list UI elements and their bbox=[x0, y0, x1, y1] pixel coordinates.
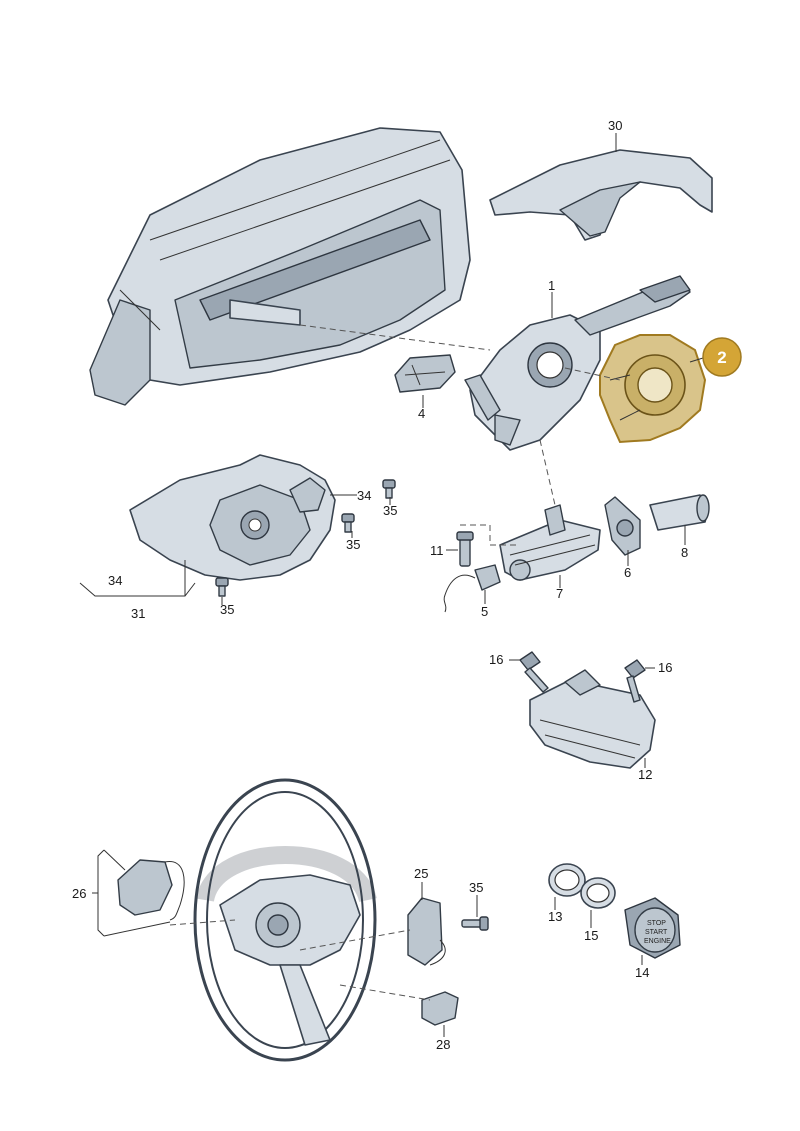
label-16-b: 16 bbox=[658, 660, 672, 675]
label-16-a: 16 bbox=[489, 652, 503, 667]
screw-group-lower-cover bbox=[215, 479, 396, 597]
ignition-bolt bbox=[456, 531, 474, 567]
label-8: 8 bbox=[681, 545, 688, 560]
trim-ring-15 bbox=[580, 877, 616, 909]
label-12: 12 bbox=[638, 767, 652, 782]
label-35-c: 35 bbox=[220, 602, 234, 617]
wiring-sensor bbox=[443, 564, 501, 613]
screws-16 bbox=[519, 651, 646, 703]
dashboard-assembly bbox=[89, 127, 471, 406]
trim-ring-13 bbox=[548, 863, 586, 897]
lock-cylinder bbox=[649, 494, 710, 531]
highlight-badge: 2 bbox=[702, 337, 742, 377]
upper-column-cover bbox=[489, 149, 713, 241]
label-35-d: 35 bbox=[469, 880, 483, 895]
label-31: 31 bbox=[131, 606, 145, 621]
screw-bottom bbox=[461, 916, 489, 931]
label-5: 5 bbox=[481, 604, 488, 619]
label-11: 11 bbox=[430, 543, 444, 558]
paddle-switch bbox=[117, 859, 185, 921]
label-25: 25 bbox=[414, 866, 428, 881]
lock-cover-plate bbox=[604, 496, 641, 556]
label-35-b: 35 bbox=[346, 537, 360, 552]
steering-wheel bbox=[193, 778, 377, 1062]
label-35-a: 35 bbox=[383, 503, 397, 518]
highlight-badge-label: 2 bbox=[717, 348, 726, 367]
clock-spring-highlighted bbox=[599, 334, 707, 444]
label-1: 1 bbox=[548, 278, 555, 293]
label-14: 14 bbox=[635, 965, 649, 980]
label-26: 26 bbox=[72, 886, 86, 901]
small-switch bbox=[421, 991, 459, 1026]
start-button-text-1: STOP bbox=[647, 920, 666, 927]
label-13: 13 bbox=[548, 909, 562, 924]
leader-lines bbox=[79, 133, 704, 1037]
combination-switch bbox=[464, 275, 691, 451]
label-15: 15 bbox=[584, 928, 598, 943]
start-stop-button: STOP START ENGINE bbox=[624, 897, 681, 959]
label-6: 6 bbox=[624, 565, 631, 580]
lower-column-cover bbox=[129, 454, 336, 581]
dashed-guides bbox=[169, 324, 621, 1001]
steering-control-unit bbox=[529, 669, 656, 769]
label-28: 28 bbox=[436, 1037, 450, 1052]
multifunction-buttons bbox=[407, 897, 446, 966]
start-button-text-3: ENGINE bbox=[644, 938, 671, 945]
label-30: 30 bbox=[608, 118, 622, 133]
start-button-text-2: START bbox=[645, 929, 668, 936]
connector bbox=[394, 354, 456, 393]
ignition-lock-housing bbox=[499, 504, 601, 581]
label-7: 7 bbox=[556, 586, 563, 601]
label-34-b: 34 bbox=[108, 573, 122, 588]
label-34-a: 34 bbox=[357, 488, 371, 503]
part-labels: 30 1 4 34 35 35 34 31 35 11 5 7 6 8 16 1… bbox=[72, 118, 688, 1052]
label-4: 4 bbox=[418, 406, 425, 421]
